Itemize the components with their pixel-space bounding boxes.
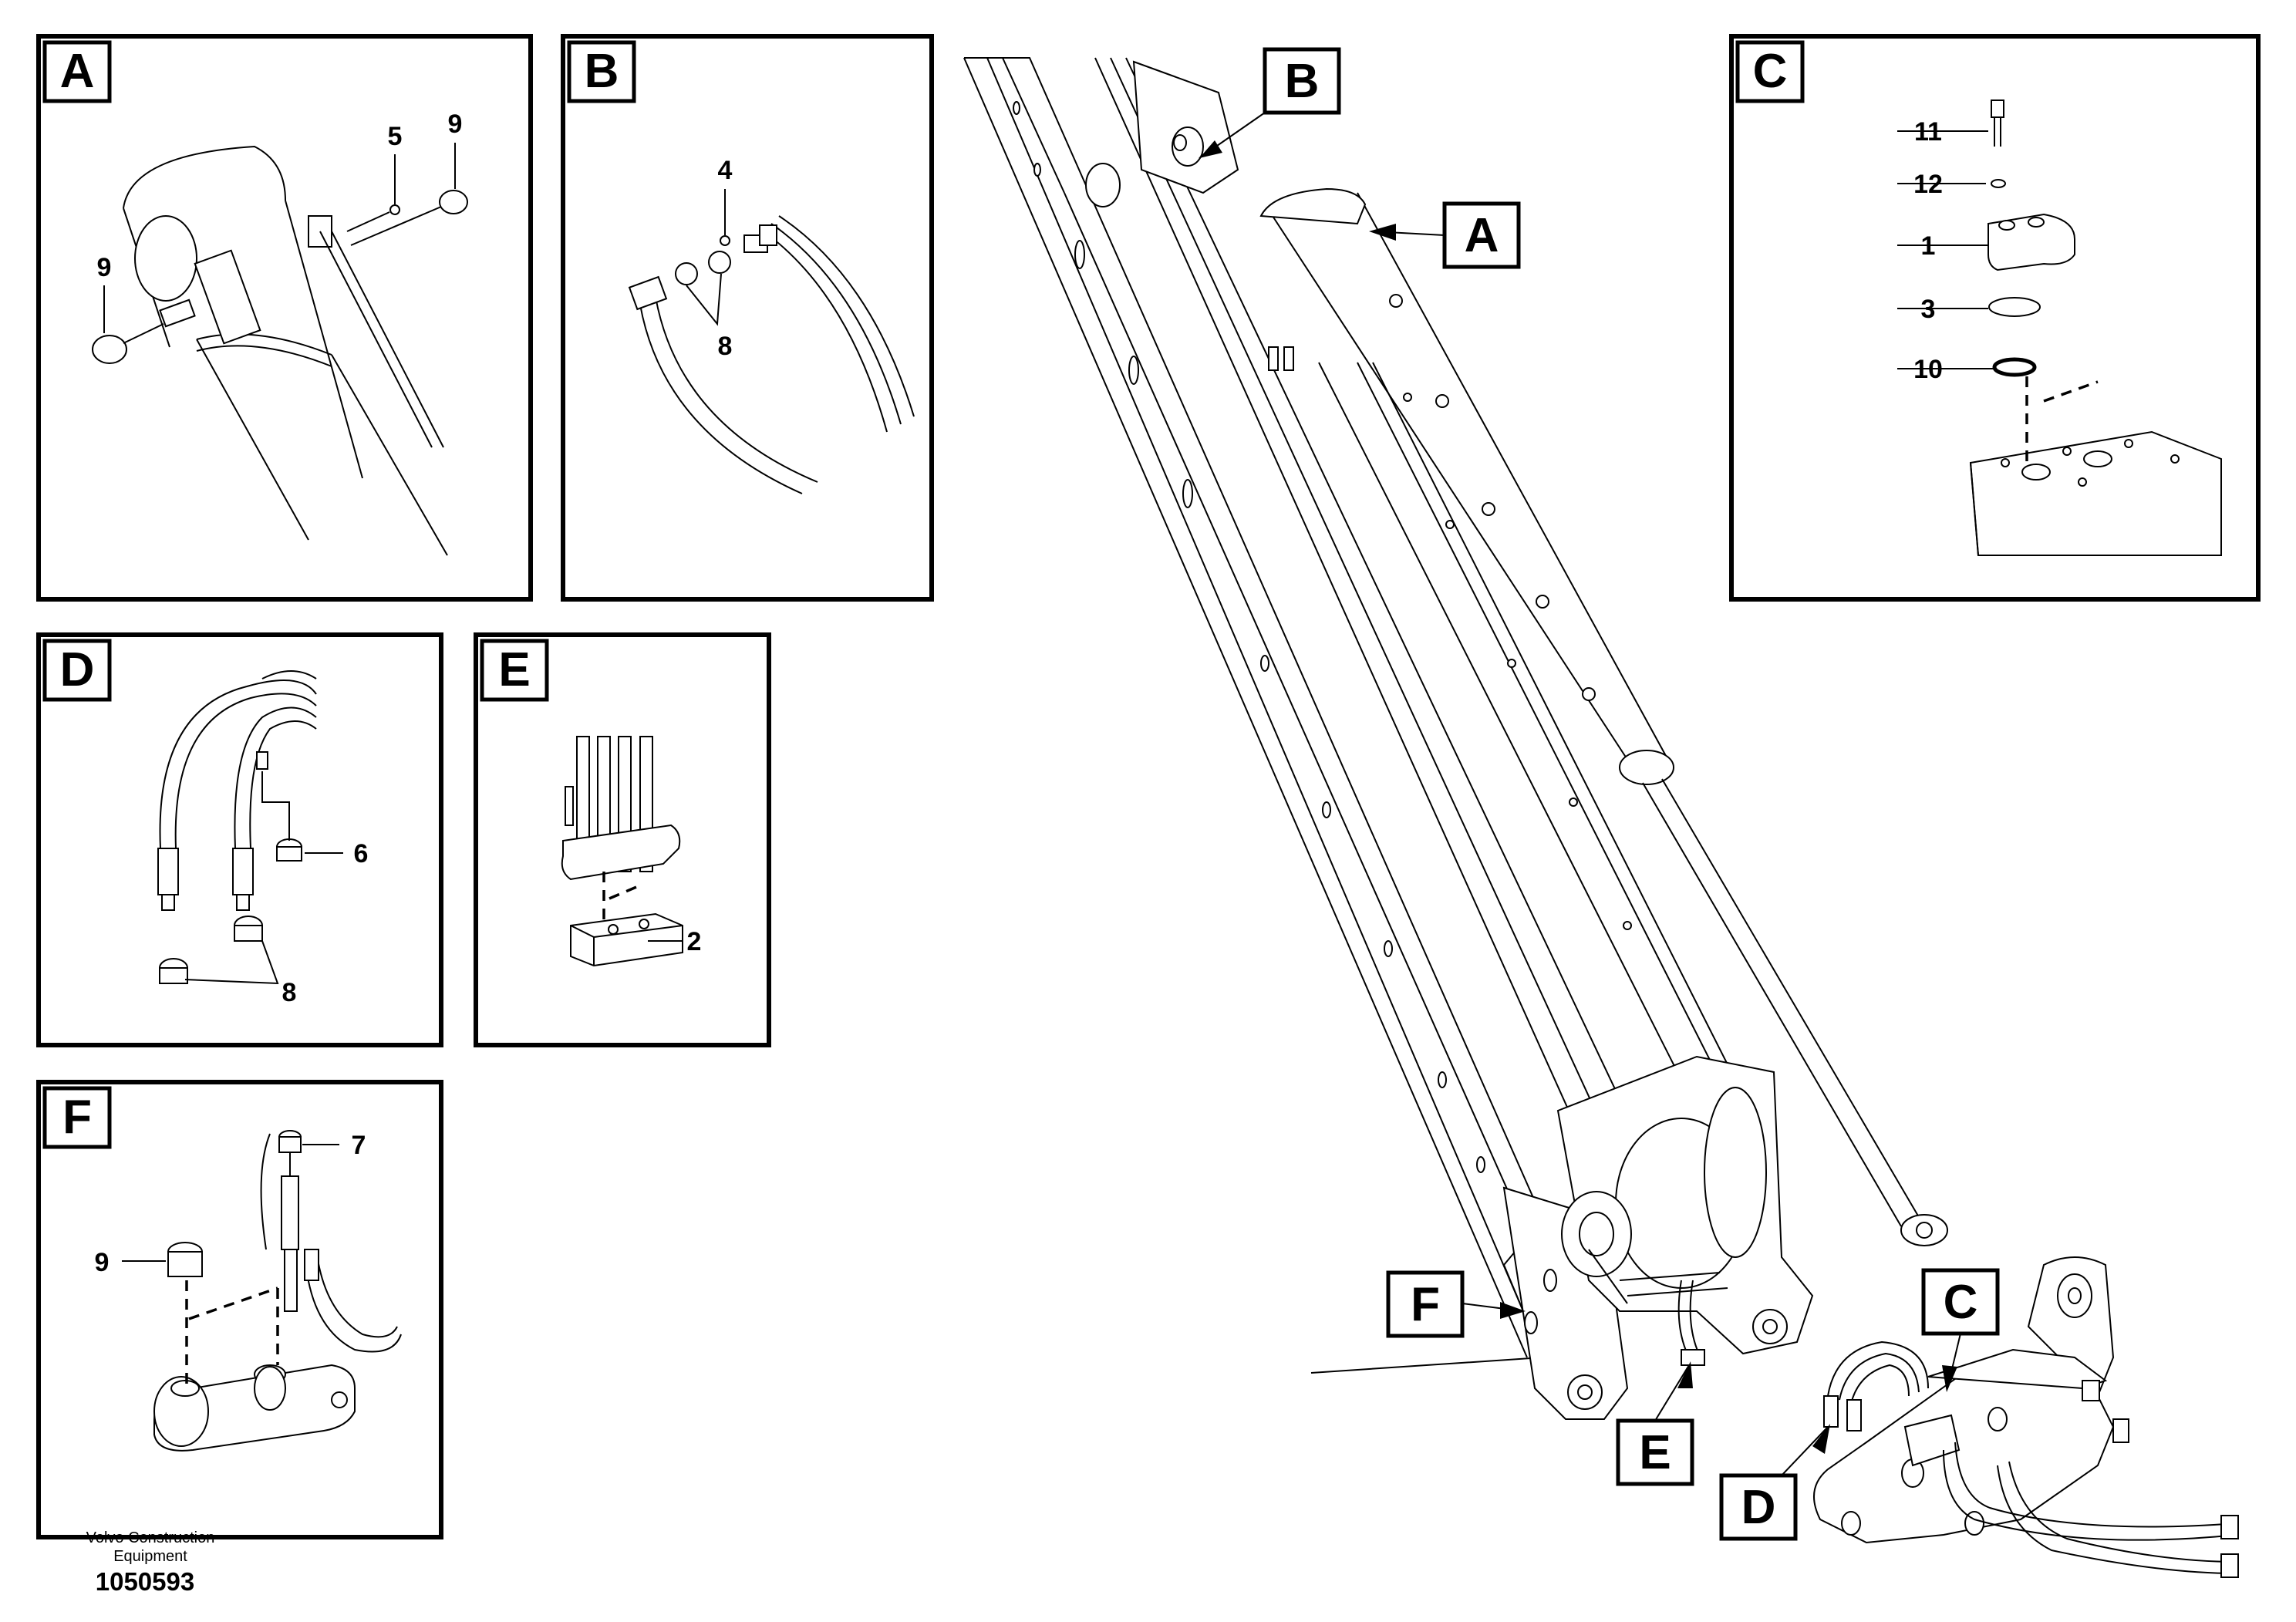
callout-c: C [1921,1268,2000,1392]
part-11-bolt-head [1991,99,2004,118]
panel-b-part-label-4: 4 [718,156,733,185]
cylinder-gland [1619,750,1674,785]
attachment-bracket-drawing [1813,1256,2239,1578]
panel-f-letter: F [62,1091,92,1144]
panel-a-part-label-9-lower: 9 [97,253,112,282]
panel-b-letter: B [585,45,619,98]
boom-assembly-drawing [963,57,1948,1420]
part-8-fitting-a [675,262,698,285]
panel-b-letter-box [567,40,636,103]
panel-c-letter-box [1735,40,1805,103]
panel-e-letter: E [498,643,530,696]
cylinder-port [134,215,197,302]
flange-block-drawing [561,736,683,967]
panel-f-part-label-9: 9 [95,1248,110,1277]
flange-clamp [561,824,681,881]
part-9-nut-upper [439,190,468,214]
callout-b-letter: B [1285,55,1320,108]
panel-d-part-label-6: 6 [354,839,369,868]
footer-credit: Volvo Construction Equipment 1050593 [86,1529,215,1596]
panel-d-part-label-8: 8 [282,978,297,1007]
panel-c-part-label-11: 11 [1914,117,1942,147]
callout-f: F [1386,1270,1526,1338]
detail-panel-d: D 6 8 [36,632,443,1047]
panel-c-letter: C [1753,45,1788,98]
attachment-body [1813,1356,2115,1544]
panel-e-letter-box [480,639,549,702]
part-12-washer [1991,179,2006,188]
callout-c-letter: C [1944,1276,1978,1329]
panel-d-letter: D [60,643,95,696]
part-3-seal [1988,297,2041,317]
callout-a-letter: A [1465,209,1499,262]
panel-a-part-label-5: 5 [388,122,403,151]
panel-c-part-label-10: 10 [1913,355,1943,384]
panel-a-letter: A [60,45,95,98]
footer-line-1: Volvo Construction [86,1529,215,1546]
detail-panel-c: C 11 12 1 3 [1729,34,2261,602]
part-9-nut-lower [92,335,127,364]
panel-a-part-label-9-upper: 9 [448,110,463,139]
callout-d: D [1719,1424,1830,1541]
panel-c-part-label-1: 1 [1921,231,1936,261]
panel-c-part-label-12: 12 [1913,170,1943,199]
flange-drawing [1969,99,2222,556]
panel-b-part-label-8: 8 [718,332,733,361]
callout-e-letter: E [1639,1426,1671,1479]
footer-line-2: Equipment [113,1548,187,1565]
panel-d-letter-box [42,639,112,702]
hose-pair-drawing [157,670,317,984]
detail-panel-f: F 7 9 [36,1080,443,1539]
detail-panel-b: B 4 8 [561,34,934,602]
part-8-fitting-b [708,251,731,274]
panel-f-letter-box [42,1086,112,1149]
panel-f-part-label-7: 7 [352,1131,366,1160]
callout-f-letter: F [1411,1278,1440,1331]
panel-a-letter-box [42,40,112,103]
cylinder-top [1259,187,1367,225]
part-4-plug [720,235,730,246]
callout-a: A [1369,201,1521,269]
callout-e: E [1616,1361,1694,1486]
drawing-number: 1050593 [96,1567,194,1596]
panel-e-part-label-2: 2 [687,927,702,956]
valve-block-drawing [153,1130,402,1452]
detail-panel-a: A 5 9 9 [36,34,533,602]
panel-c-part-label-3: 3 [1921,295,1936,324]
callout-d-letter: D [1741,1481,1776,1534]
part-2-block [570,912,683,967]
part-5-plug [389,204,400,215]
part-10-o-ring [1992,357,2037,377]
cylinder-drawing [92,145,468,556]
hose-drawing [628,215,915,494]
detail-panel-e: E 2 [474,632,771,1047]
callout-b: B [1199,47,1341,159]
